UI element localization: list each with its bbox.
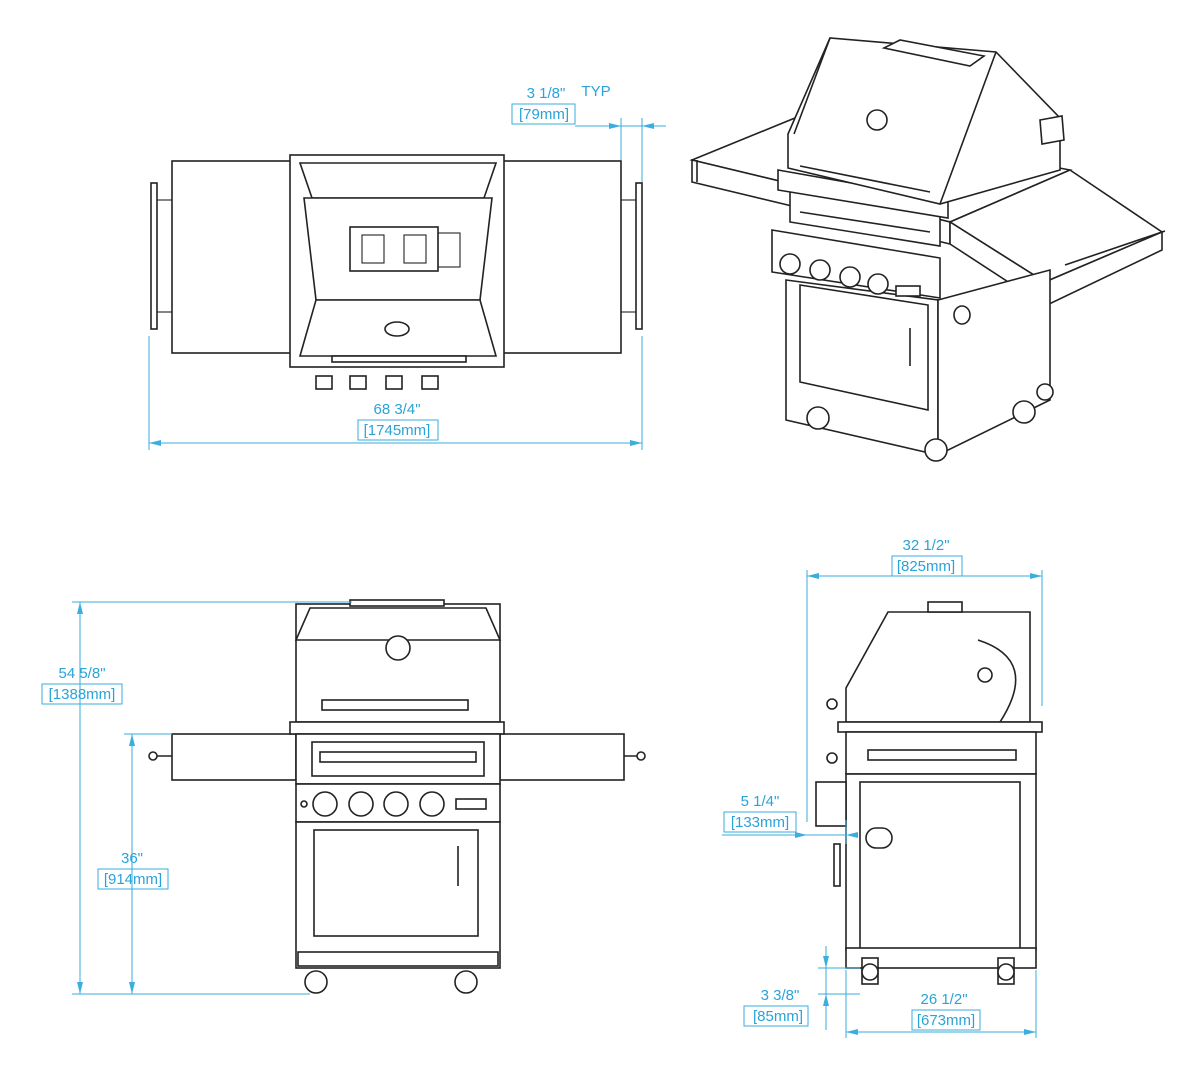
casters-iso [806,383,1054,462]
side-view: 32 1/2" [825mm] 5 1/4" [133mm] 3 3/8" [8… [722,537,1043,1038]
control-panel-iso [771,229,941,299]
dim-caster-height-metric: [85mm] [753,1008,803,1025]
dim-knob-projection-imperial: 5 1/4" [741,793,780,810]
right-handle-top [635,182,643,330]
dim-lid-offset-metric: [79mm] [519,106,569,123]
casters-front [304,970,478,994]
left-shelf-front [171,733,297,781]
door-front [313,829,479,937]
dim-width-metric: [1745mm] [364,422,431,439]
thermometer-front [385,635,411,661]
open-lid-rim [298,162,498,199]
dim-lid-offset-imperial: 3 1/8" [527,85,566,102]
isometric-view [689,37,1166,462]
right-shelf-front [499,733,625,781]
left-handle-top [150,182,158,330]
lid-side [845,611,1031,723]
door-iso [799,284,929,411]
knobs-top [315,375,439,390]
vent-side [865,827,893,849]
dim-knob-projection-metric: [133mm] [731,814,789,831]
casters-side [861,957,1015,985]
thermometer-iso [866,109,888,131]
knobs-front [312,791,445,817]
dim-width-imperial: 68 3/4" [373,401,420,418]
dim-cart-depth-imperial: 26 1/2" [920,991,967,1008]
thermometer-top [384,321,410,337]
dim-total-height-metric: [1388mm] [49,686,116,703]
dim-counter-height-metric: [914mm] [104,871,162,888]
right-shelf-top [500,160,622,354]
dim-cart-depth-metric: [673mm] [917,1012,975,1029]
dim-caster-height-imperial: 3 3/8" [761,987,800,1004]
top-view: 3 1/8" TYP [79mm] 68 3/4" [1745mm] [148,83,666,450]
lid-iso [787,37,1061,205]
left-shelf-top [171,160,295,354]
dim-total-height-imperial: 54 5/8" [58,665,105,682]
dim-lid-offset-note: TYP [581,83,610,100]
front-view: 54 5/8" [1388mm] 36" [914mm] [41,599,646,995]
knob-side [815,781,847,827]
thermometer-side [977,667,993,683]
dim-depth-imperial: 32 1/2" [902,537,949,554]
dim-counter-height-imperial: 36" [121,850,143,867]
dim-depth-metric: [825mm] [897,558,955,575]
lid-handle-plate [349,226,439,272]
knobs-iso [779,253,889,295]
